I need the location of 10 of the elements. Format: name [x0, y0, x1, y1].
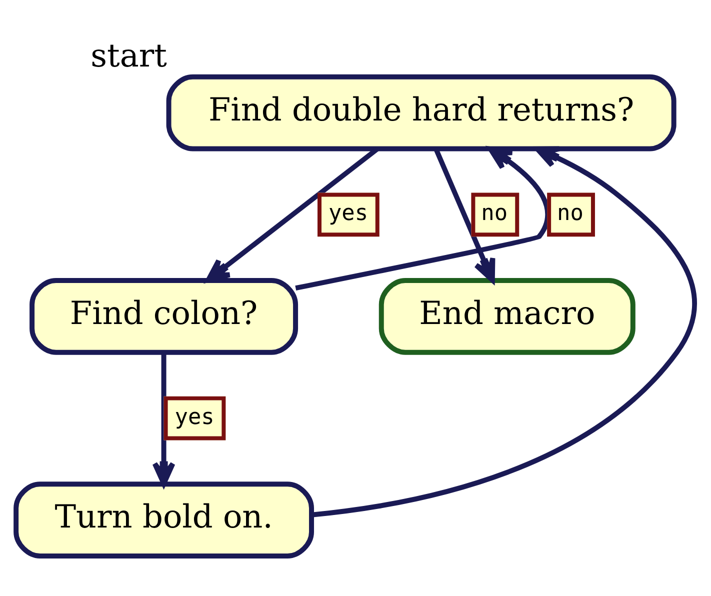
edge-label: yes — [174, 404, 214, 430]
edge-label: no — [481, 200, 508, 226]
edge-label: yes — [328, 200, 368, 226]
arrow — [311, 146, 697, 517]
node-box: Find double hard returns? — [166, 74, 676, 151]
node-box: End macro — [378, 278, 636, 354]
edge-label: no — [557, 200, 584, 226]
node-label: start — [90, 36, 168, 74]
node-box: Turn bold on. — [14, 481, 314, 558]
node-box: Find colon? — [30, 278, 298, 354]
